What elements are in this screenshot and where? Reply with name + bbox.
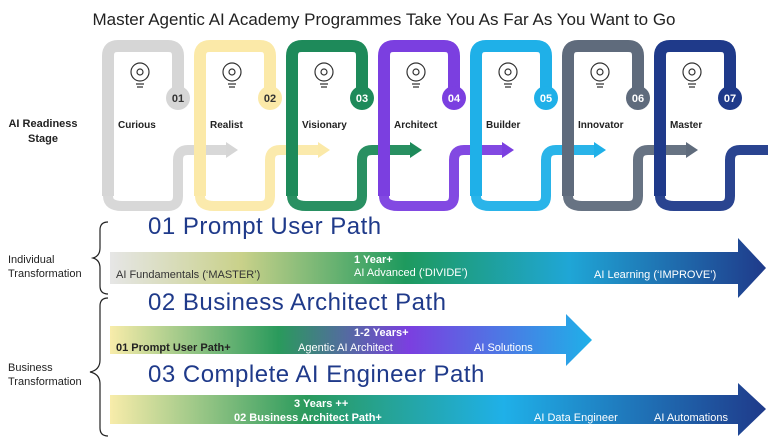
stage-name-realist: Realist <box>210 120 243 131</box>
stage-connector-architect <box>379 145 504 211</box>
stage-tubes: 01 02 03 04 05 06 07 <box>102 40 768 211</box>
business-architect-path-arrow <box>110 314 592 366</box>
stage-connector-visionary <box>287 145 412 211</box>
stage-connector-builder <box>471 145 596 211</box>
stage-name-visionary: Visionary <box>302 120 347 131</box>
stage-name-builder: Builder <box>486 120 521 131</box>
stage-tube-builder <box>470 40 552 196</box>
stage-badge-realist <box>258 86 282 110</box>
prompt-user-duration: 1 Year+ <box>354 254 393 266</box>
business-group-label: Business Transformation <box>8 362 82 388</box>
network-gear-icon <box>222 62 242 88</box>
prompt-user-item-2: AI Advanced (‘DIVIDE’) <box>354 267 468 279</box>
stage-arrowhead-curious <box>226 142 238 158</box>
team-ideas-icon <box>590 62 610 88</box>
stage-name-curious: Curious <box>118 120 156 131</box>
stage-arrowhead-innovator <box>686 142 698 158</box>
business-brace <box>89 297 109 437</box>
stage-badge-visionary <box>350 86 374 110</box>
business-architect-prereq: 01 Prompt User Path+ <box>116 342 231 354</box>
stage-badge-builder <box>534 86 558 110</box>
robot-head-icon <box>682 62 702 88</box>
stage-number-visionary: 03 <box>356 93 368 105</box>
stage-tube-realist <box>194 40 276 196</box>
stage-connector-realist <box>195 145 320 211</box>
stage-arrowhead-architect <box>502 142 514 158</box>
complete-ai-engineer-duration: 3 Years ++ <box>294 398 349 410</box>
stage-number-builder: 05 <box>540 93 552 105</box>
stage-badge-curious <box>166 86 190 110</box>
stage-arrowhead-visionary <box>410 142 422 158</box>
stage-name-architect: Architect <box>394 120 438 131</box>
stage-connector-curious <box>103 145 228 211</box>
complete-ai-engineer-path-arrow <box>110 383 766 436</box>
stage-name-master: Master <box>670 120 703 131</box>
stage-badge-architect <box>442 86 466 110</box>
stage-tube-innovator <box>562 40 644 196</box>
prompt-user-item-3: AI Learning (‘IMPROVE’) <box>594 269 717 281</box>
stage-tube-master <box>654 40 736 196</box>
blueprint-tools-icon <box>498 62 518 88</box>
stage-number-architect: 04 <box>448 93 461 105</box>
stage-badge-master <box>718 86 742 110</box>
stage-number-curious: 01 <box>172 93 184 105</box>
complete-ai-engineer-item-1: AI Data Engineer <box>534 412 618 424</box>
stage-connector-master <box>655 145 768 211</box>
individual-brace <box>90 221 109 295</box>
prompt-user-path-arrow <box>110 238 766 298</box>
lightbulb-question-icon <box>130 62 150 88</box>
stage-tube-architect <box>378 40 460 196</box>
stage-connector-innovator <box>563 145 688 211</box>
complete-ai-engineer-prereq: 02 Business Architect Path+ <box>234 412 382 424</box>
stage-tube-visionary <box>286 40 368 196</box>
stage-name-innovator: Innovator <box>578 120 624 131</box>
prompt-user-path-title: 01 Prompt User Path <box>148 213 382 240</box>
stage-tube-curious <box>102 40 184 196</box>
readiness-stage-label: AI Readiness Stage <box>8 118 78 145</box>
business-architect-item-2: AI Solutions <box>474 342 533 354</box>
individual-group-label: Individual Transformation <box>8 254 82 280</box>
vision-head-icon <box>314 62 334 88</box>
prompt-user-item-1: AI Fundamentals (‘MASTER’) <box>116 269 261 281</box>
page-title: Master Agentic AI Academy Programmes Tak… <box>92 10 676 29</box>
stage-badge-innovator <box>626 86 650 110</box>
stage-arrowhead-builder <box>594 142 606 158</box>
complete-ai-engineer-item-2: AI Automations <box>654 412 728 424</box>
business-architect-item-1: Agentic AI Architect <box>298 342 393 354</box>
complete-ai-engineer-path-title: 03 Complete AI Engineer Path <box>148 361 485 388</box>
business-architect-duration: 1-2 Years+ <box>354 327 409 339</box>
stage-number-innovator: 06 <box>632 93 644 105</box>
stage-arrowhead-realist <box>318 142 330 158</box>
stage-number-master: 07 <box>724 93 736 105</box>
stage-number-realist: 02 <box>264 93 276 105</box>
brain-gears-icon <box>406 62 426 88</box>
business-architect-path-title: 02 Business Architect Path <box>148 289 447 316</box>
